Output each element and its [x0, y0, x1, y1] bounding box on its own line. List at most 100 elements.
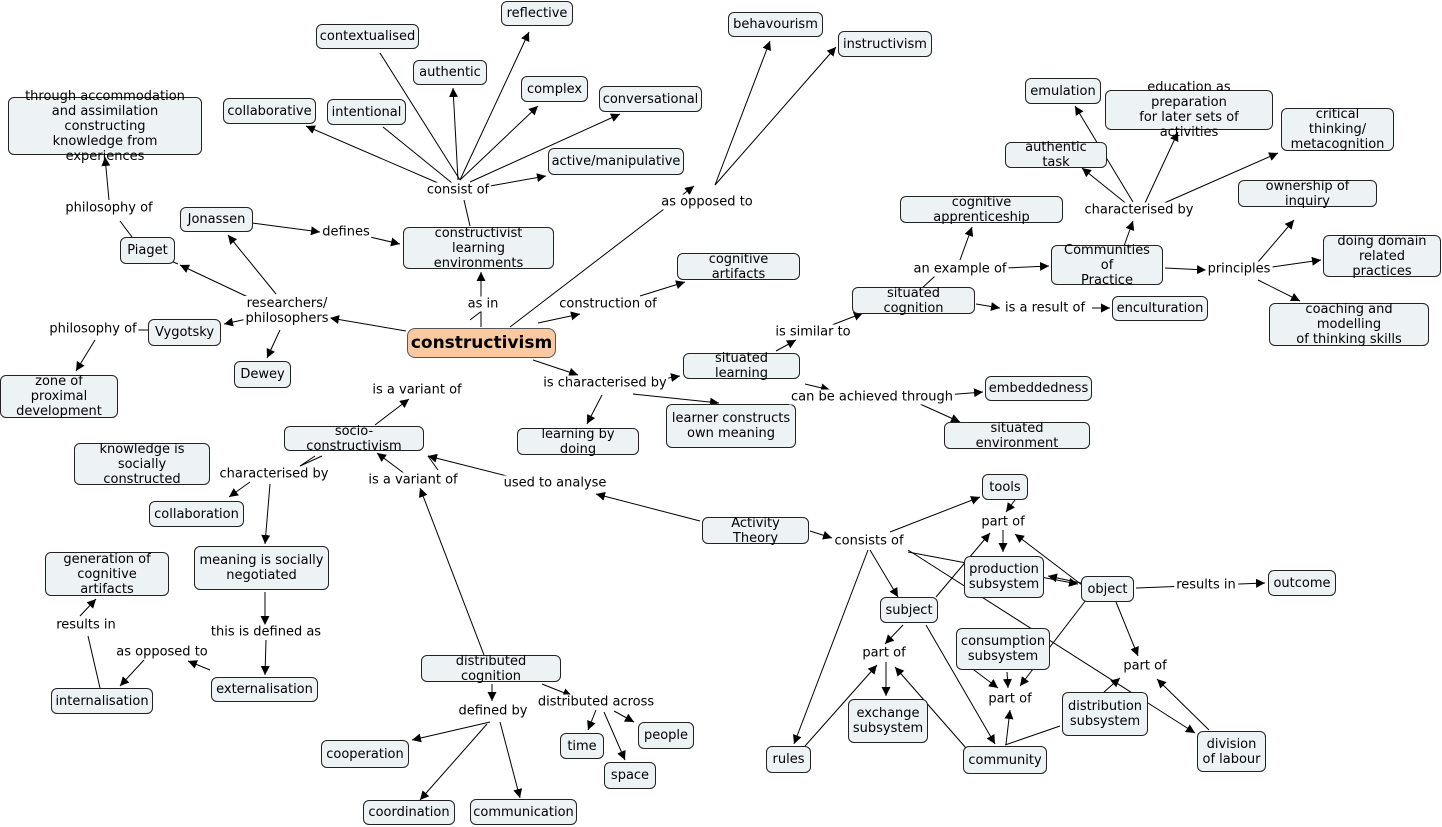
concept-emulation[interactable]: emulation	[1025, 78, 1101, 104]
link-is-similar-to[interactable]: is similar to	[773, 324, 853, 340]
concept-learner-constructs-own-meaning[interactable]: learner constructs own meaning	[666, 404, 796, 448]
link-researchers-philosophers[interactable]: researchers/ philosophers	[243, 296, 331, 326]
link-part-of-object[interactable]: part of	[1121, 658, 1169, 674]
link-defines[interactable]: defines	[320, 224, 372, 240]
link-philosophy-of-piaget[interactable]: philosophy of	[63, 200, 155, 216]
connector-line	[894, 666, 967, 749]
connector-line	[101, 156, 111, 201]
concept-socio-constructivism[interactable]: socio-constructivism	[284, 424, 424, 454]
concept-coordination[interactable]: coordination	[363, 800, 455, 825]
connector-line	[1115, 601, 1139, 657]
link-part-of-subject[interactable]: part of	[860, 645, 908, 661]
link-principles[interactable]: principles	[1205, 261, 1273, 277]
concept-constructivist-learning-environments[interactable]: constructivist learning environments	[403, 226, 554, 271]
concept-authentic[interactable]: authentic	[413, 60, 487, 85]
concept-cognitive-artifacts[interactable]: cognitive artifacts	[677, 252, 800, 282]
link-this-is-defined-as[interactable]: this is defined as	[208, 624, 324, 640]
concept-coaching-and-modelling[interactable]: coaching and modelling of thinking skill…	[1269, 302, 1429, 347]
link-is-a-result-of[interactable]: is a result of	[1002, 300, 1088, 316]
concept-externalisation[interactable]: externalisation	[211, 677, 318, 702]
concept-activity-theory[interactable]: Activity Theory	[702, 516, 809, 546]
concept-outcome[interactable]: outcome	[1268, 570, 1336, 596]
concept-complex[interactable]: complex	[521, 76, 588, 102]
link-used-to-analyse[interactable]: used to analyse	[501, 475, 609, 491]
concept-division-of-labour[interactable]: division of labour	[1197, 731, 1266, 772]
concept-embeddedness[interactable]: embeddedness	[985, 376, 1092, 401]
link-results-in-outcome[interactable]: results in	[1174, 577, 1238, 593]
concept-enculturation[interactable]: enculturation	[1112, 296, 1208, 321]
concept-tools[interactable]: tools	[982, 474, 1028, 500]
link-characterised-by-cop[interactable]: characterised by	[1082, 202, 1196, 218]
concept-subject[interactable]: subject	[880, 597, 938, 623]
link-construction-of[interactable]: construction of	[557, 296, 659, 312]
connector-line	[1144, 131, 1179, 204]
concept-behavourism[interactable]: behavourism	[728, 12, 823, 37]
link-as-opposed-to-internalisation[interactable]: as opposed to	[114, 644, 210, 660]
concept-cooperation[interactable]: cooperation	[321, 740, 409, 768]
concept-contextualised[interactable]: contextualised	[316, 24, 419, 49]
concept-knowledge-is-socially-constructed[interactable]: knowledge is socially constructed	[74, 442, 210, 487]
concept-education-as-preparation[interactable]: education as preparation for later sets …	[1105, 80, 1273, 140]
concept-vygotsky[interactable]: Vygotsky	[148, 319, 221, 346]
link-is-characterised-by[interactable]: is characterised by	[541, 375, 669, 391]
concept-collaboration[interactable]: collaboration	[149, 501, 244, 527]
concept-communication[interactable]: communication	[470, 799, 577, 825]
concept-instructivism[interactable]: instructivism	[838, 31, 932, 57]
link-part-of-tools[interactable]: part of	[979, 514, 1027, 530]
concept-consumption-subsystem[interactable]: consumption subsystem	[956, 628, 1050, 670]
concept-jonassen[interactable]: Jonassen	[180, 207, 253, 232]
concept-rules[interactable]: rules	[766, 746, 811, 773]
concept-time[interactable]: time	[560, 733, 604, 759]
link-philosophy-of-vygotsky[interactable]: philosophy of	[47, 321, 139, 337]
concept-doing-domain-related-practices[interactable]: doing domain related practices	[1323, 234, 1441, 279]
concept-piaget[interactable]: Piaget	[120, 237, 175, 264]
link-part-of-community[interactable]: part of	[986, 691, 1034, 707]
concept-authentic-task[interactable]: authentic task	[1005, 140, 1107, 170]
link-can-be-achieved-through[interactable]: can be achieved through	[789, 389, 955, 405]
concept-active-manipulative[interactable]: active/manipulative	[548, 148, 684, 175]
concept-community[interactable]: community	[963, 746, 1047, 774]
link-consists-of[interactable]: consists of	[832, 533, 906, 549]
connector-line	[907, 549, 1196, 734]
concept-zone-of-proximal-development[interactable]: zone of proximal development	[0, 374, 118, 419]
concept-people[interactable]: people	[638, 722, 694, 749]
link-defined-by[interactable]: defined by	[456, 703, 530, 719]
concept-situated-learning[interactable]: situated learning	[683, 351, 800, 381]
link-as-opposed-to-behaviourism[interactable]: as opposed to	[659, 194, 755, 210]
connector-line	[804, 383, 831, 393]
concept-space[interactable]: space	[604, 762, 656, 789]
link-distributed-across[interactable]: distributed across	[535, 694, 657, 710]
concept-learning-by-doing[interactable]: learning by doing	[517, 427, 639, 457]
concept-meaning-is-socially-negotiated[interactable]: meaning is socially negotiated	[194, 546, 329, 590]
connector-line	[1161, 152, 1279, 205]
concept-conversational[interactable]: conversational	[599, 86, 702, 112]
connector-line	[75, 339, 96, 372]
concept-distribution-subsystem[interactable]: distribution subsystem	[1062, 692, 1148, 736]
concept-ownership-of-inquiry[interactable]: ownership of inquiry	[1238, 179, 1377, 209]
link-is-a-variant-of-distributed[interactable]: is a variant of	[366, 472, 460, 488]
concept-situated-environment[interactable]: situated environment	[944, 421, 1090, 451]
link-as-in[interactable]: as in	[465, 296, 501, 312]
concept-collaborative[interactable]: collaborative	[223, 98, 316, 124]
link-results-in-generation[interactable]: results in	[54, 617, 118, 633]
link-an-example-of[interactable]: an example of	[911, 261, 1009, 277]
concept-production-subsystem[interactable]: production subsystem	[964, 556, 1044, 598]
concept-situated-cognition[interactable]: situated cognition	[852, 286, 975, 316]
concept-object[interactable]: object	[1081, 576, 1134, 602]
connector-line	[448, 87, 459, 181]
concept-generation-of-cognitive-artifacts[interactable]: generation of cognitive artifacts	[45, 552, 169, 597]
concept-internalisation[interactable]: internalisation	[51, 688, 153, 714]
concept-communities-of-practice[interactable]: Communities of Practice	[1051, 243, 1163, 288]
concept-exchange-subsystem[interactable]: exchange subsystem	[848, 699, 928, 743]
concept-cognitive-apprenticeship[interactable]: cognitive apprenticeship	[900, 195, 1063, 225]
concept-critical-thinking[interactable]: critical thinking/ metacognition	[1281, 107, 1394, 152]
link-characterised-by-socio[interactable]: characterised by	[217, 466, 331, 482]
concept-distributed-cognition[interactable]: distributed cognition	[421, 654, 561, 684]
concept-through-accommodation[interactable]: through accommodation and assimilation c…	[8, 89, 202, 164]
link-is-a-variant-of-socio[interactable]: is a variant of	[370, 382, 464, 398]
concept-constructivism[interactable]: constructivism	[407, 328, 556, 358]
concept-reflective[interactable]: reflective	[501, 1, 573, 26]
concept-dewey[interactable]: Dewey	[234, 361, 291, 388]
link-consist-of[interactable]: consist of	[424, 182, 492, 198]
concept-intentional[interactable]: intentional	[327, 99, 406, 125]
